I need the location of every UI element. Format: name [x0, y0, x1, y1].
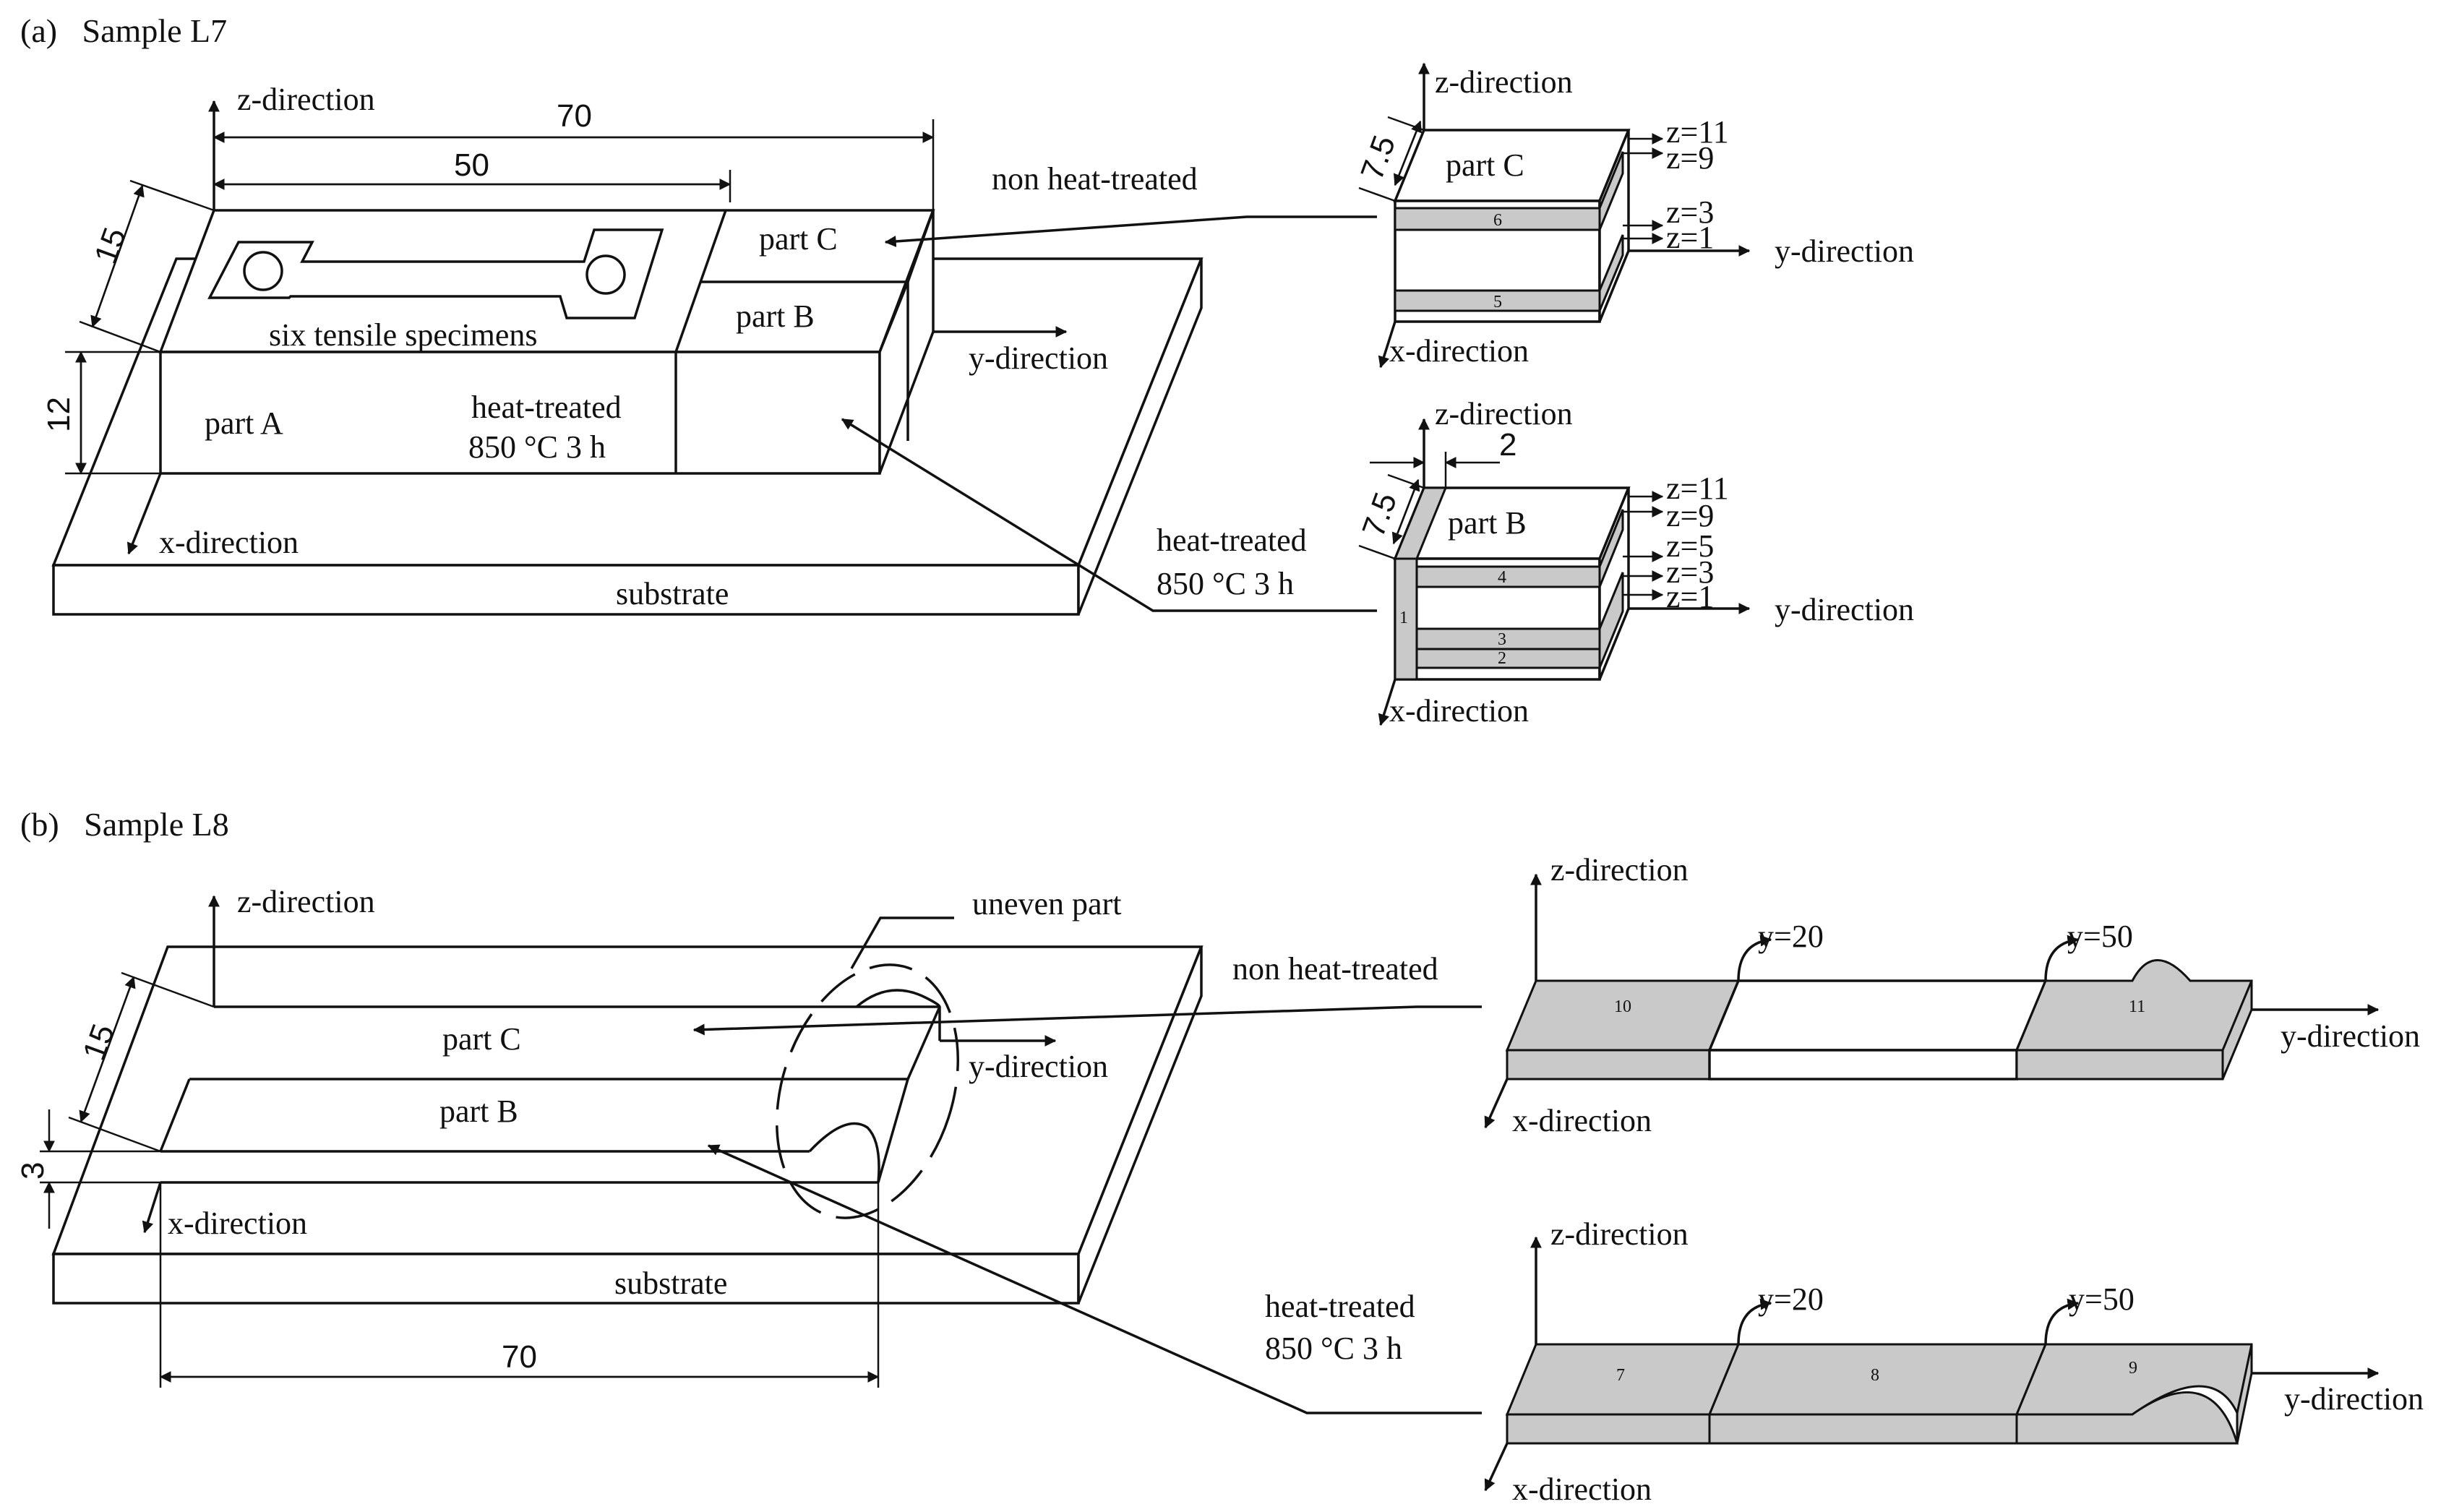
substrate-a-label: substrate	[616, 576, 729, 611]
z-label-b-11: z=11	[1666, 471, 1729, 506]
substrate-b-label: substrate	[614, 1266, 727, 1301]
dim-12-a: 12	[41, 351, 160, 475]
z-label-c-1: z=1	[1666, 220, 1714, 255]
dim-3-b: 3	[15, 1109, 160, 1229]
heat-treated-main-a-2: 850 °C 3 h	[468, 429, 606, 465]
y50-label-bottom: y=50	[2069, 1281, 2135, 1317]
x-direction-label-a: x-direction	[159, 525, 299, 560]
slice-1: 1	[1399, 609, 1408, 627]
dim-70-a: 70	[213, 98, 935, 210]
slice-6: 6	[1493, 211, 1502, 230]
slice-3: 3	[1498, 630, 1506, 649]
dim-70-b-value: 70	[502, 1339, 537, 1375]
part-c-label-main-a: part C	[759, 221, 838, 257]
z-direction-label-b-main: z-direction	[237, 884, 375, 919]
panel-b: (b) Sample L8 substrate uneven part part…	[15, 806, 2424, 1507]
callout-heat-a	[841, 418, 1377, 612]
heat-treated-label-b-1: heat-treated	[1265, 1289, 1415, 1324]
callout-heat-b	[707, 1144, 1482, 1414]
z-label-c-9: z=9	[1666, 140, 1714, 176]
z-direction-label-c: z-direction	[1435, 64, 1573, 100]
z-label-b-9: z=9	[1666, 498, 1714, 533]
x-axis-b	[142, 1182, 162, 1234]
panel-b-title: (b) Sample L8	[20, 806, 229, 843]
x-direction-label-b: x-direction	[1389, 693, 1529, 729]
non-heat-treated-label-a: non heat-treated	[992, 161, 1198, 197]
z-direction-label-top: z-direction	[1550, 852, 1689, 888]
heat-treated-label-a-2: 850 °C 3 h	[1157, 566, 1294, 601]
non-heat-treated-label-b: non heat-treated	[1232, 951, 1438, 987]
heat-treated-label-a-1: heat-treated	[1157, 523, 1307, 558]
dim-12-a-value: 12	[41, 397, 77, 432]
z-label-b-3: z=3	[1666, 554, 1714, 590]
x-direction-label-b-main: x-direction	[168, 1206, 307, 1241]
six-specimens-label: six tensile specimens	[269, 317, 538, 353]
dim-50-a-value: 50	[454, 147, 489, 183]
y20-label-top: y=20	[1758, 919, 1824, 954]
z-direction-label-bottom: z-direction	[1550, 1216, 1689, 1252]
part-b-label-b: part B	[439, 1094, 518, 1129]
y50-label-top: y=50	[2067, 919, 2133, 954]
y-direction-label-b: y-direction	[1775, 592, 1914, 627]
y-direction-label-bottom: y-direction	[2284, 1381, 2424, 1417]
panel-a: (a) Sample L7 substrate	[20, 12, 1914, 729]
y20-label-bottom: y=20	[1758, 1281, 1824, 1317]
part-c-detail: 6 5 part C z-direction y-direction x-dir…	[1354, 62, 1914, 369]
callout-non-heat-a	[884, 215, 1377, 247]
panel-a-title: (a) Sample L7	[20, 12, 227, 49]
substrate-b: substrate	[51, 945, 1204, 1305]
x-axis-a	[126, 473, 162, 555]
z-direction-label-a: z-direction	[237, 82, 375, 117]
dim-3-b-value: 3	[15, 1162, 51, 1180]
part-c-label-b: part C	[442, 1021, 521, 1057]
z-direction-label-b: z-direction	[1435, 396, 1573, 431]
strip-non-heat: 10 11 z-direction y-direction x-directio…	[1484, 852, 2420, 1138]
strip-heat: 7 8 9 z-direction y-direction x-directio…	[1484, 1216, 2424, 1507]
x-direction-label-top: x-direction	[1512, 1103, 1652, 1138]
z-label-c-11: z=11	[1666, 114, 1729, 150]
y-direction-label-c: y-direction	[1775, 233, 1914, 269]
z-label-b-5: z=5	[1666, 528, 1714, 564]
dim-50-a: 50	[213, 147, 732, 202]
tensile-specimen-outline	[207, 228, 664, 319]
x-direction-label-c: x-direction	[1389, 333, 1529, 369]
z-label-b-1: z=1	[1666, 579, 1714, 614]
y-direction-label-a: y-direction	[969, 340, 1108, 376]
z-label-c-3: z=3	[1666, 194, 1714, 230]
heat-treated-label-b-2: 850 °C 3 h	[1265, 1331, 1402, 1366]
uneven-region-b: uneven part	[775, 886, 1121, 1219]
slice-2: 2	[1498, 649, 1506, 668]
slice-4: 4	[1498, 568, 1506, 587]
part-c-detail-label: part C	[1446, 147, 1524, 183]
slice-11: 11	[2129, 997, 2145, 1016]
slice-10: 10	[1614, 997, 1631, 1016]
dim-15-b-value: 15	[76, 1020, 121, 1065]
part-b-label-main-a: part B	[736, 298, 815, 334]
part-b-detail-label: part B	[1448, 505, 1527, 541]
slice-8: 8	[1871, 1366, 1879, 1385]
y-direction-label-b-main: y-direction	[969, 1049, 1108, 1084]
heat-treated-main-a-1: heat-treated	[471, 390, 622, 425]
callout-non-heat-b	[692, 1005, 1482, 1036]
y-direction-label-top: y-direction	[2281, 1018, 2420, 1054]
slice-9: 9	[2129, 1359, 2137, 1378]
printed-wall-b	[159, 989, 941, 1184]
slice-7: 7	[1616, 1366, 1625, 1385]
dim-70-a-value: 70	[557, 98, 592, 134]
slice-5: 5	[1493, 293, 1502, 312]
x-direction-label-bottom: x-direction	[1512, 1472, 1652, 1507]
part-b-detail: 4 3 2 1 part B z-direction y-direction x…	[1355, 396, 1914, 729]
dim-70-b: 70	[159, 1182, 880, 1388]
uneven-part-label: uneven part	[972, 886, 1121, 922]
dim-2-b: 2	[1499, 427, 1516, 463]
dim-7-5-c: 7.5	[1354, 131, 1402, 184]
part-a-label: part A	[205, 405, 283, 441]
